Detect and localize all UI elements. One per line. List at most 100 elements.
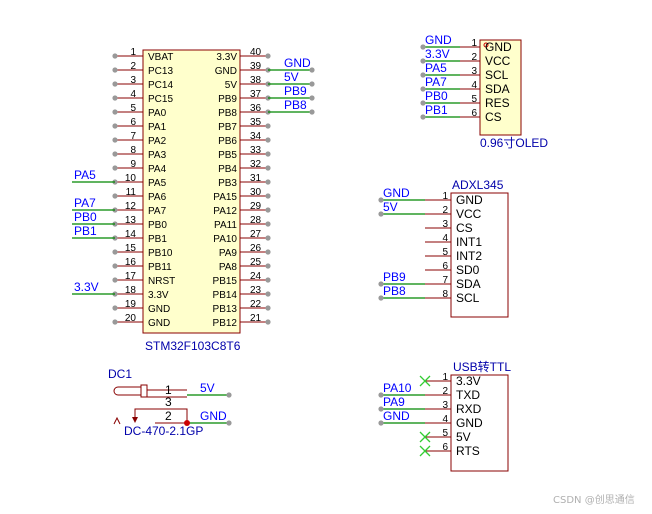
dc-5v-terminal [226,392,232,398]
mcu-pin-name: PA12 [213,206,237,217]
mcu-pin-name: PB10 [148,248,173,259]
mcu-pin-number: 38 [250,75,262,86]
module-pin-number: 4 [471,80,477,91]
dc-jack-pin-body [140,384,148,398]
dc-contact-mark [113,416,121,425]
no-connect-mark [419,375,431,387]
module-pin-number: 8 [442,289,448,300]
mcu-body [142,49,241,334]
no-connect-mark [419,445,431,457]
module-net-label: 5V [383,200,398,214]
adxl-part-name: ADXL345 [452,178,504,192]
mcu-pin-number: 30 [250,187,262,198]
mcu-pin-terminal [112,305,118,311]
mcu-right-pins: 403.3V39GND385V37PB936PB835PB734PB633PB5… [213,47,271,329]
mcu-net-label: PB1 [74,224,97,238]
mcu-pin-terminal [112,263,118,269]
mcu-net-label: PB9 [284,84,307,98]
mcu-pin-terminal [112,53,118,59]
adxl-body [450,192,509,318]
module-net-terminal [420,44,426,50]
mcu-pin-terminal [265,165,271,171]
mcu-net-terminal [309,67,315,73]
mcu-net-label: PB8 [284,98,307,112]
mcu-pin-number: 24 [250,271,262,282]
mcu-net-label: PA7 [74,196,96,210]
module-net-label: PB8 [383,284,406,298]
module-pin-name: SDA [485,82,510,96]
module-pin-number: 6 [442,261,448,272]
mcu-pin-number: 28 [250,215,262,226]
mcu-pin-terminal [112,95,118,101]
module-net-label: PA10 [383,381,412,395]
mcu-pin-number: 22 [250,299,262,310]
mcu-pin-name: 3.3V [148,290,169,301]
module-net-label: PA9 [383,395,405,409]
mcu-pin-terminal [265,137,271,143]
oled-body [479,39,522,136]
module-pin-name: INT1 [456,235,482,249]
mcu-pin-terminal [265,291,271,297]
mcu-pin-name: PB3 [218,178,237,189]
mcu-pin-terminal [112,137,118,143]
mcu-pin-terminal [112,277,118,283]
mcu-pin-number: 40 [250,47,262,58]
mcu-pin-name: PB14 [213,290,238,301]
module-pin-name: CS [456,221,473,235]
module-pin-name: GND [456,193,483,207]
mcu-net-label: 5V [284,70,299,84]
mcu-pin-number: 18 [125,285,137,296]
mcu-pin-number: 25 [250,257,262,268]
mcu-pin-name: PA2 [148,136,167,147]
mcu-pin-name: GND [148,304,170,315]
module-net-label: PA5 [425,61,447,75]
usb-part-name: USB转TTL [453,359,511,374]
mcu-pin-terminal [265,277,271,283]
watermark: CSDN @创思通信 [553,493,635,506]
mcu-pin-number: 9 [130,159,136,170]
mcu-pin-number: 26 [250,243,262,254]
module-pin-name: VCC [456,207,482,221]
mcu-pin-number: 2 [130,61,136,72]
mcu-pin-name: PB11 [148,262,172,273]
mcu-pin-name: PA7 [148,206,167,217]
mcu-pin-number: 17 [125,271,137,282]
mcu-pin-terminal [265,249,271,255]
mcu-pin-name: PA9 [219,248,238,259]
mcu-pin-number: 8 [130,145,136,156]
usb-body [450,374,509,472]
module-pin-name: VCC [485,54,511,68]
module-net-terminal [420,58,426,64]
module-pin-name: 5V [456,430,471,444]
mcu-pin-name: PB4 [218,164,237,175]
oled-part-name: 0.96寸OLED [480,136,548,150]
module-pin-number: 6 [471,108,477,119]
mcu-pin-name: PB5 [218,150,237,161]
mcu-part-name: STM32F103C8T6 [145,339,241,353]
module-net-terminal [420,100,426,106]
mcu-pin-number: 11 [126,187,137,198]
mcu-pin-terminal [265,319,271,325]
mcu-pin-terminal [265,235,271,241]
mcu-pin-name: PC15 [148,94,173,105]
mcu-pin-name: PA10 [213,234,237,245]
mcu-pin-terminal [265,221,271,227]
dc-jack-component[interactable]: DC1 1 3 2 5V GND DC-470-2.1GP [108,367,232,438]
mcu-pin-name: PB15 [213,276,238,287]
mcu-pin-number: 4 [130,89,136,100]
mcu-pin-name: PA5 [148,178,167,189]
mcu-pin-terminal [265,53,271,59]
mcu-pin-name: GND [215,66,237,77]
module-pin-number: 3 [471,66,477,77]
mcu-pin-name: PA6 [148,192,167,203]
dc-junction [184,420,190,426]
module-pin-number: 1 [471,38,477,49]
module-pin-number: 7 [442,275,448,286]
